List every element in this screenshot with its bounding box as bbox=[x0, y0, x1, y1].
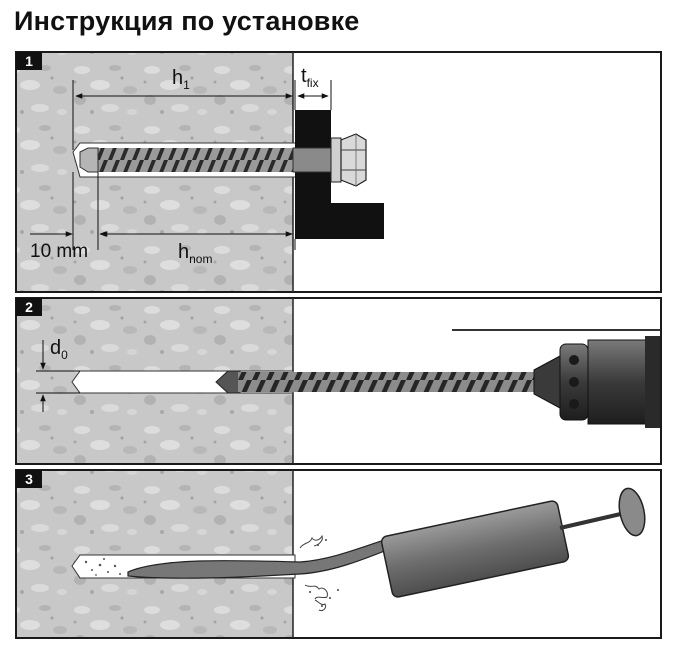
hex-head bbox=[340, 133, 367, 187]
step-number: 2 bbox=[25, 299, 33, 315]
dust-cloud bbox=[299, 534, 328, 611]
fixture-flange bbox=[295, 203, 384, 239]
drill-bit bbox=[238, 372, 534, 392]
step-number: 3 bbox=[25, 471, 33, 487]
panel-frame bbox=[15, 297, 662, 465]
panel-frame bbox=[15, 51, 662, 293]
hammer-drill bbox=[587, 339, 649, 425]
screw-tip bbox=[79, 147, 99, 173]
step-number: 1 bbox=[25, 53, 33, 69]
panel-frame bbox=[15, 469, 662, 639]
concrete-block bbox=[16, 470, 293, 638]
step-badge bbox=[16, 52, 42, 70]
step-1-panel: 1 h1 tfix 10 mm hnom bbox=[15, 51, 662, 293]
step-badge bbox=[16, 298, 42, 316]
d0-label: d0 bbox=[50, 337, 68, 362]
hnom-label: hnom bbox=[178, 241, 212, 266]
tfix-label: tfix bbox=[301, 65, 319, 90]
offset-label: 10 mm bbox=[30, 241, 88, 262]
page-title: Инструкция по установке bbox=[14, 6, 360, 36]
dust-particles bbox=[84, 558, 121, 576]
step-badge bbox=[16, 470, 42, 488]
step-3-panel: 3 bbox=[15, 469, 662, 639]
pump-rod bbox=[559, 511, 626, 530]
screw-thread bbox=[95, 148, 295, 172]
pump-handle bbox=[618, 487, 646, 537]
step-2-panel: 2 d0 bbox=[15, 297, 662, 465]
h1-label: h1 bbox=[172, 67, 190, 92]
drill-chuck bbox=[533, 355, 561, 409]
dust-specks bbox=[309, 539, 339, 607]
washer bbox=[330, 137, 342, 183]
blow-out-pump bbox=[380, 500, 570, 598]
